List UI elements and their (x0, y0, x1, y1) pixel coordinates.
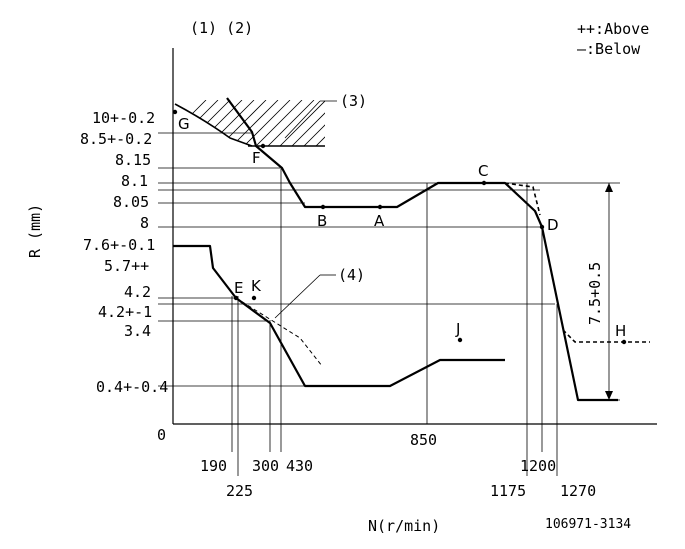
point-e: E (234, 279, 243, 297)
curve-points: G F B A C D E K J H (172, 109, 626, 345)
x-tick-850: 850 (410, 431, 437, 449)
legend-below: —:Below (577, 40, 641, 58)
callout-4-leader (274, 274, 321, 319)
y-tick-8-1: 8.1 (121, 172, 148, 190)
x-tick-1200: 1200 (520, 457, 556, 475)
point-k: K (251, 277, 262, 295)
stop-boundary-hatching (174, 100, 325, 147)
y-tick-4-2b: 4.2+-1 (98, 303, 152, 321)
drawing-number: 106971-3134 (545, 517, 631, 532)
x-reference-lines (231, 168, 558, 476)
x-tick-300: 300 (252, 457, 279, 475)
dimension-label: 7.5+0.5 (586, 262, 604, 325)
point-d: D (547, 216, 559, 234)
callout-3: (3) (340, 92, 367, 110)
y-tick-5-7: 5.7++ (104, 257, 149, 275)
point-g: G (178, 115, 190, 133)
x-tick-labels: 190 225 300 430 850 1175 1200 1270 (200, 431, 596, 500)
origin-label: 0 (157, 426, 166, 444)
x-tick-430: 430 (286, 457, 313, 475)
y-tick-labels: 10+-0.2 8.5+-0.2 8.15 8.1 8.05 8 7.6+-0.… (80, 109, 168, 396)
idle-curve (173, 244, 505, 388)
callout-3-leader (284, 100, 321, 139)
x-tick-1270: 1270 (560, 482, 596, 500)
point-b: B (317, 212, 327, 230)
callout-4: (4) (338, 266, 365, 284)
legend-above: ++:Above (577, 20, 649, 38)
h-dashed-line (562, 329, 650, 343)
y-reference-lines (158, 132, 620, 387)
idle-dashed-branch (235, 297, 323, 367)
x-tick-1175: 1175 (490, 482, 526, 500)
full-load-curve (226, 97, 618, 402)
y-tick-8: 8 (140, 214, 149, 232)
y-tick-0-4: 0.4+-0.4 (96, 378, 168, 396)
y-axis-label: R (mm) (26, 204, 44, 258)
x-tick-225: 225 (226, 482, 253, 500)
y-tick-3-4: 3.4 (124, 322, 151, 340)
y-tick-4-2: 4.2 (124, 283, 151, 301)
point-a: A (374, 212, 385, 230)
top-labels: (1) (2) (190, 19, 253, 37)
y-tick-7-6: 7.6+-0.1 (83, 236, 155, 254)
x-tick-190: 190 (200, 457, 227, 475)
dimension-7-5: 7.5+0.5 (578, 183, 620, 401)
point-c: C (478, 162, 488, 180)
above-tolerance-dash (504, 182, 541, 216)
y-tick-8-5: 8.5+-0.2 (80, 130, 152, 148)
y-tick-8-05: 8.05 (113, 193, 149, 211)
point-h: H (615, 322, 626, 340)
point-j: J (455, 320, 460, 338)
x-axis-label: N(r/min) (368, 517, 440, 535)
y-tick-10: 10+-0.2 (92, 109, 155, 127)
y-tick-8-15: 8.15 (115, 151, 151, 169)
point-f: F (252, 149, 261, 167)
